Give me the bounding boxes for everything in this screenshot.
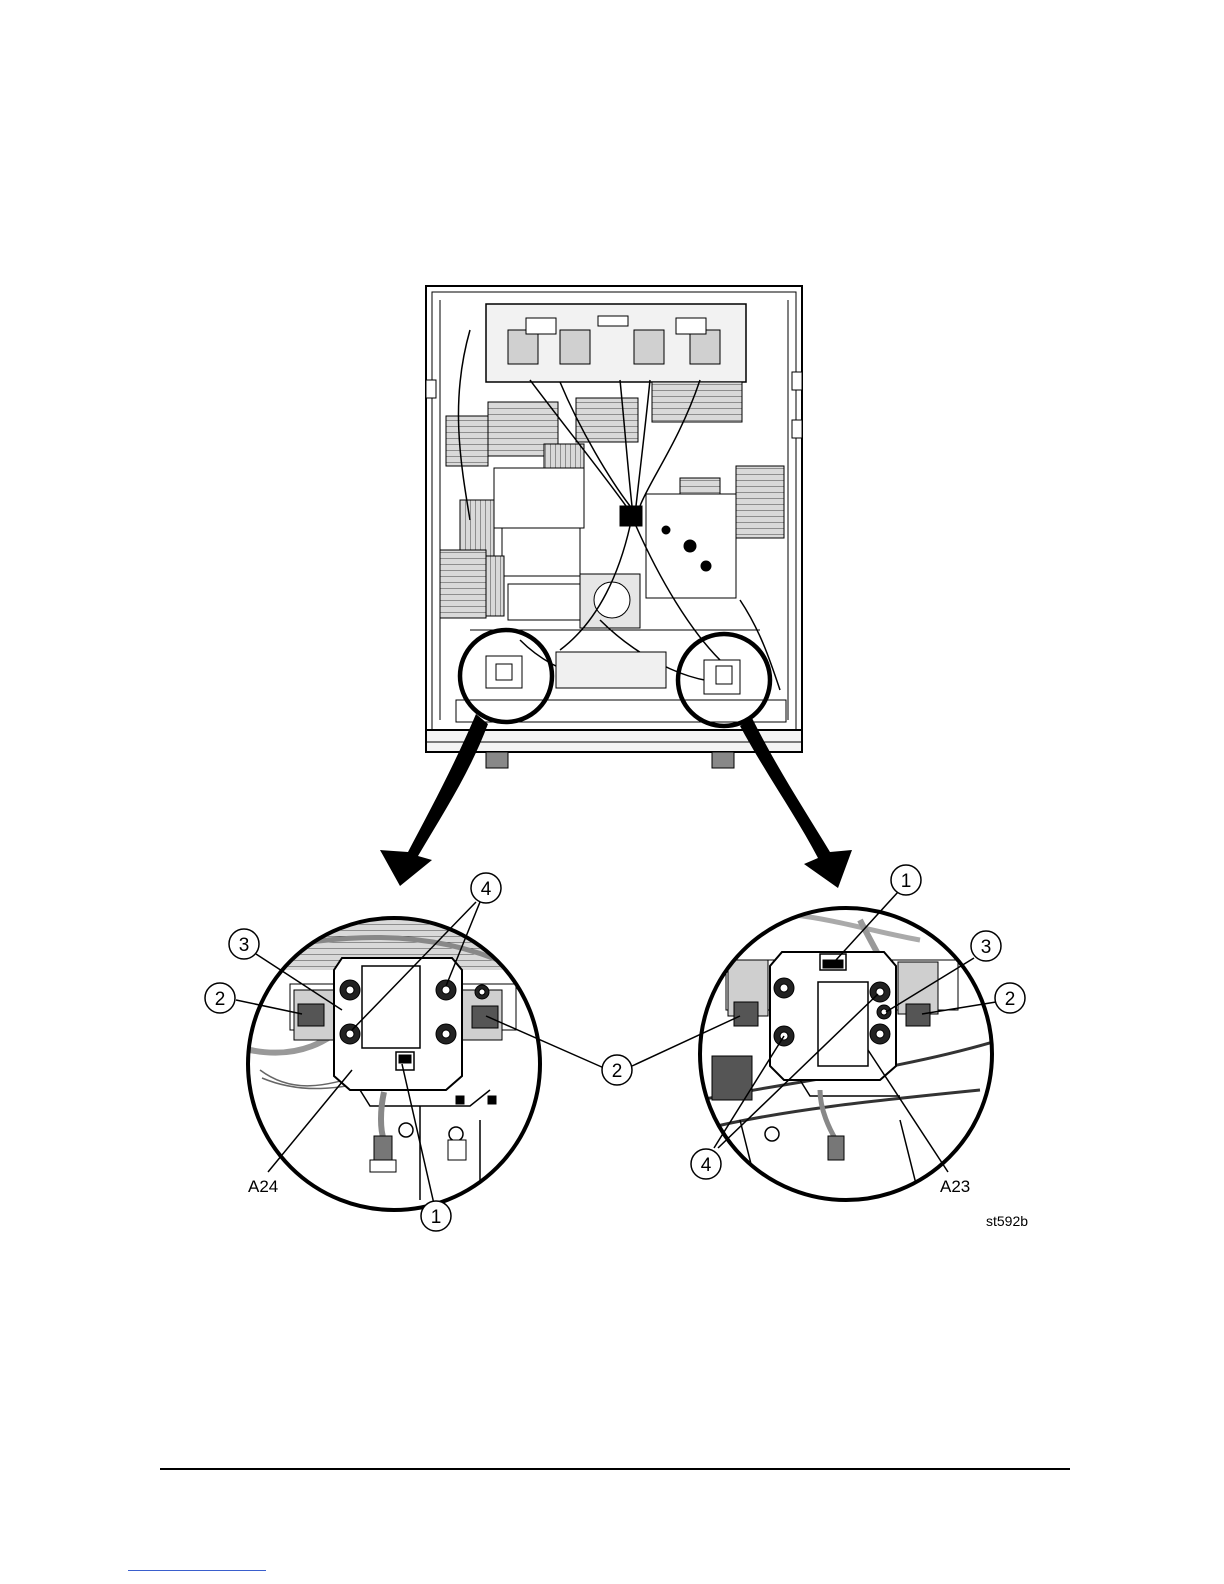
callout-right-2: 2 [995,983,1025,1013]
svg-text:3: 3 [981,937,992,958]
svg-text:2: 2 [612,1061,623,1082]
svg-text:A23: A23 [940,1177,970,1196]
label-a24: A24 [248,1177,278,1196]
footer-link-underline[interactable] [128,1570,266,1571]
svg-text:2: 2 [1005,989,1016,1010]
detail-a23 [700,908,1000,1200]
instrument-top-view [426,286,802,768]
callout-left-3: 3 [229,929,259,959]
svg-text:1: 1 [431,1207,442,1228]
svg-text:4: 4 [481,879,492,900]
svg-text:1: 1 [901,871,912,892]
callout-shared-2: 2 [602,1055,632,1085]
callout-right-4: 4 [691,1149,721,1179]
callout-left-2: 2 [205,983,235,1013]
svg-text:A24: A24 [248,1177,278,1196]
footer-rule [160,1468,1070,1470]
svg-text:st592b: st592b [986,1213,1028,1229]
callout-left-4: 4 [471,873,501,903]
detail-a24 [240,910,550,1210]
callout-right-3: 3 [971,931,1001,961]
svg-text:3: 3 [239,935,250,956]
callout-right-1: 1 [891,865,921,895]
label-a23: A23 [940,1177,970,1196]
figure-id: st592b [986,1213,1028,1229]
callout-left-1: 1 [421,1201,451,1231]
svg-text:2: 2 [215,989,226,1010]
svg-text:4: 4 [701,1155,712,1176]
